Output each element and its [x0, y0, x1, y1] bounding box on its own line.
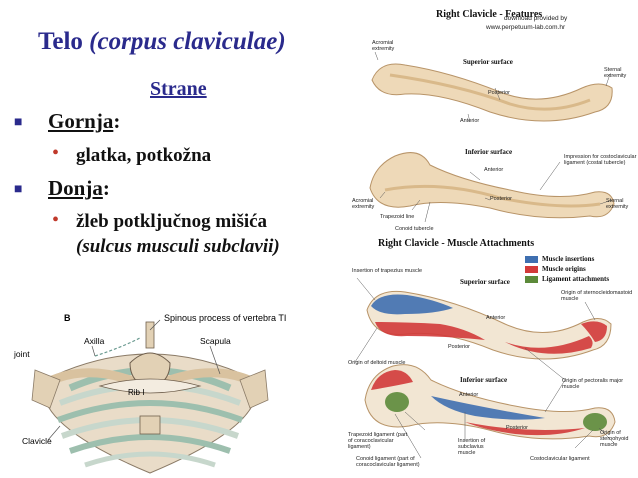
slide-title: Telo (corpus claviculae): [38, 28, 286, 56]
label-posterior-bottom: Posterior: [490, 196, 513, 202]
thorax-illustration: [31, 319, 269, 474]
label-impression: Impression for costoclavicular ligament …: [564, 154, 637, 167]
round-bullet-icon: •: [52, 209, 60, 231]
title-latin: (corpus claviculae): [89, 28, 286, 55]
square-bullet-icon: ■: [14, 115, 23, 130]
trapezoid-ligament-attachment: [385, 392, 409, 412]
label-rib: Rib I: [128, 388, 145, 397]
bullet-donja: Donja:: [48, 176, 110, 201]
clavicle-inferior: [369, 152, 615, 219]
bullet-colon: :: [102, 176, 110, 200]
label-trapezoid-lig: Trapezoid ligament (part of coracoclavic…: [348, 432, 408, 451]
label-anterior-top: Anterior: [460, 118, 480, 124]
label-trapezoid: Trapezoid line: [380, 214, 415, 220]
section-heading: Strane: [150, 78, 207, 100]
label-trapezius: Insertion of trapezius muscle: [352, 268, 423, 274]
label-anterior-top-m: Anterior: [486, 315, 506, 321]
bullet-gornja-label: Gornja: [48, 109, 114, 133]
panel-letter: B: [64, 313, 71, 323]
legend-swatch-origins: [525, 265, 538, 273]
label-deltoid: Origin of deltoid muscle: [348, 360, 406, 366]
label-axilla: Axilla: [84, 336, 105, 346]
legend-label-ligaments: Ligament attachments: [542, 275, 610, 283]
deltoid-origin: [375, 322, 485, 340]
muscle-bone-inferior: [364, 364, 616, 440]
pectoralis-origin-bottom: [465, 422, 585, 436]
clavicle-muscles-drawing: [354, 277, 616, 459]
label-scapula: Scapula: [200, 336, 231, 346]
label-subclavius: Insertion of subclavius muscle: [458, 438, 486, 457]
clavicle-superior: [371, 63, 613, 122]
label-anterior-bottom-m: Anterior: [459, 392, 479, 398]
label-sternocleido: Origin of sternocleidomastoid muscle: [561, 290, 633, 303]
legend-item: Muscle origins: [525, 264, 609, 274]
features-superior-label: Superior surface: [463, 58, 513, 66]
label-acromial-top: Acromial extremity: [372, 40, 395, 53]
bullet-colon: :: [113, 109, 121, 133]
download-url: www.perpetuum-lab.com.hr: [486, 24, 566, 31]
features-title: Right Clavicle - Features: [436, 9, 543, 20]
label-anterior-bottom: Anterior: [484, 167, 504, 173]
label-posterior-top-m: Posterior: [448, 344, 471, 350]
round-bullet-icon: •: [52, 142, 60, 164]
muscles-inferior-label: Inferior surface: [460, 376, 508, 384]
title-main: Telo: [38, 28, 83, 55]
costoclavicular-ligament-attachment: [583, 413, 607, 431]
bullet-donja-label: Donja: [48, 176, 103, 200]
legend-label-insertions: Muscle insertions: [542, 255, 595, 263]
bullet-donja-latin: (sulcus musculi subclavii): [76, 236, 280, 257]
label-costoclav: Costoclavicular ligament: [530, 456, 590, 462]
subclavius-insertion: [431, 396, 545, 420]
deltoid-origin-bottom: [371, 370, 413, 390]
muscles-superior-label: Superior surface: [460, 278, 510, 286]
label-acromial-bottom: Acromial extremity: [352, 198, 375, 211]
legend-label-origins: Muscle origins: [542, 265, 586, 273]
label-sternal-bottom: Sternal extremity: [606, 198, 629, 211]
clavicle-features-drawing: [369, 51, 615, 223]
features-inferior-label: Inferior surface: [465, 148, 513, 156]
bullet-gornja-sub: glatka, potkožna: [76, 145, 212, 166]
legend-swatch-insertions: [525, 255, 538, 263]
label-conoid-lig: Conoid ligament (part of coracoclavicula…: [356, 456, 420, 469]
muscles-title: Right Clavicle - Muscle Attachments: [378, 238, 535, 249]
legend-item: Ligament attachments: [525, 274, 609, 284]
download-note: download provided by: [504, 15, 568, 22]
muscle-legend: Muscle insertions Muscle origins Ligamen…: [525, 254, 609, 284]
label-sternohyoid: Origin of sternohyoid muscle: [600, 430, 629, 449]
bullet-gornja: Gornja:: [48, 109, 120, 134]
label-clavicle: Clavicle: [22, 436, 52, 446]
legend-swatch-ligaments: [525, 275, 538, 283]
label-joint: joint: [14, 349, 30, 359]
label-spinous: Spinous process of vertebra TI: [164, 313, 287, 323]
label-posterior-top: Posterior: [488, 90, 511, 96]
square-bullet-icon: ■: [14, 182, 23, 197]
sternocleido-origin: [581, 321, 607, 342]
label-sternal-top: Sternal extremity: [604, 67, 627, 80]
trapezius-insertion: [371, 294, 453, 315]
bullet-donja-sub: žleb potključnog mišića: [76, 211, 268, 232]
label-pectoralis: Origin of pectoralis major muscle: [562, 378, 624, 391]
label-posterior-bottom-m: Posterior: [506, 425, 529, 431]
legend-item: Muscle insertions: [525, 254, 609, 264]
label-conoid: Conoid tubercle: [395, 226, 434, 232]
